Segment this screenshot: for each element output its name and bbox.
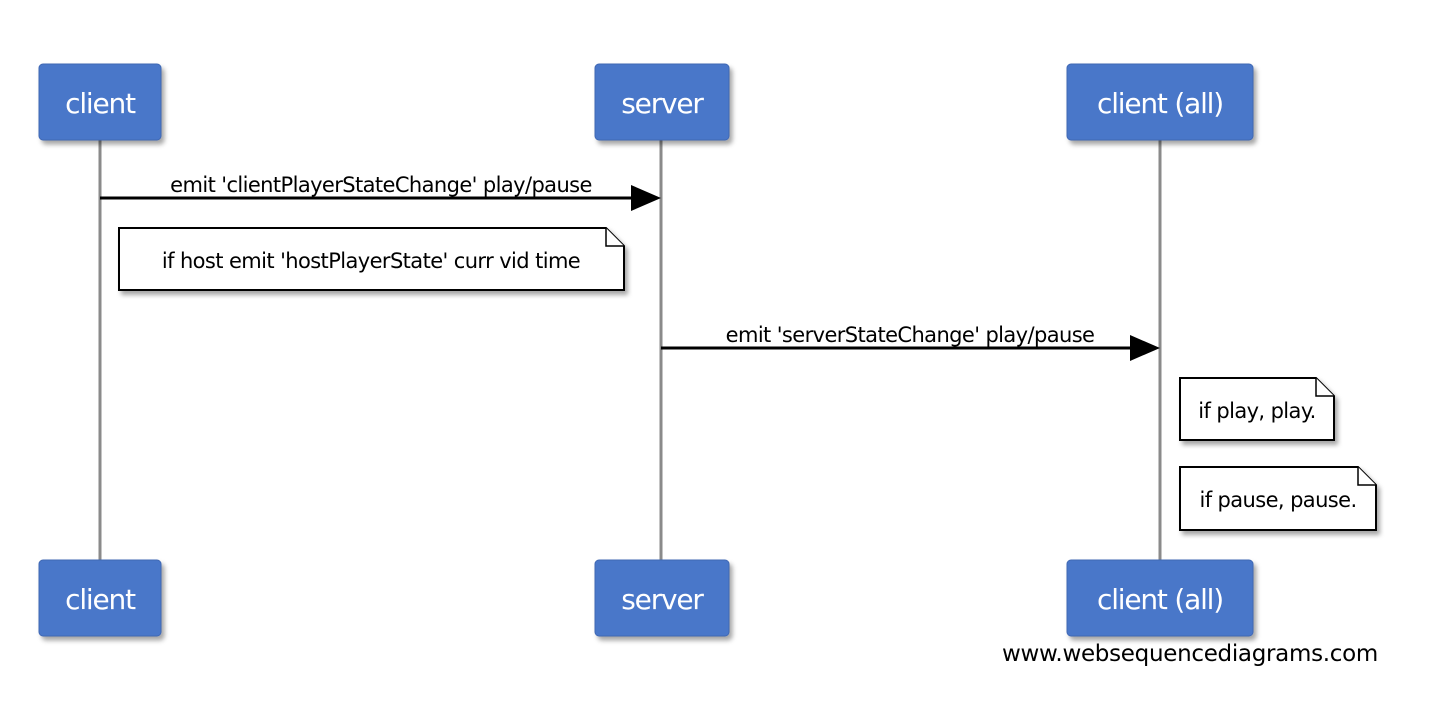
participant-label: client (all) xyxy=(1097,583,1223,616)
message-arrow-1: emit 'clientPlayerStateChange' play/paus… xyxy=(100,173,661,211)
watermark: www.websequencediagrams.com xyxy=(1002,641,1378,667)
participant-client-bottom: client xyxy=(38,559,162,637)
note-3 xyxy=(1179,466,1377,531)
note-2 xyxy=(1179,377,1335,441)
participant-label: client xyxy=(65,87,136,120)
note-1 xyxy=(118,227,625,291)
note-text: if pause, pause. xyxy=(1199,488,1356,512)
message-label: emit 'clientPlayerStateChange' play/paus… xyxy=(170,173,592,197)
participant-label: server xyxy=(621,87,704,120)
note-text: if host emit 'hostPlayerState' curr vid … xyxy=(162,249,580,273)
participant-client-top: client xyxy=(38,63,162,141)
participant-label: server xyxy=(621,583,704,616)
message-arrow-2: emit 'serverStateChange' play/pause xyxy=(661,323,1160,361)
participant-client-all-bottom: client (all) xyxy=(1066,559,1254,637)
participant-server-top: server xyxy=(594,63,730,141)
arrowhead-icon xyxy=(631,185,661,211)
participant-server-bottom: server xyxy=(594,559,730,637)
message-label: emit 'serverStateChange' play/pause xyxy=(726,323,1095,347)
note-text: if play, play. xyxy=(1198,399,1315,423)
participant-label: client (all) xyxy=(1097,87,1223,120)
arrowhead-icon xyxy=(1130,335,1160,361)
participant-client-all-top: client (all) xyxy=(1066,63,1254,141)
participant-label: client xyxy=(65,583,136,616)
